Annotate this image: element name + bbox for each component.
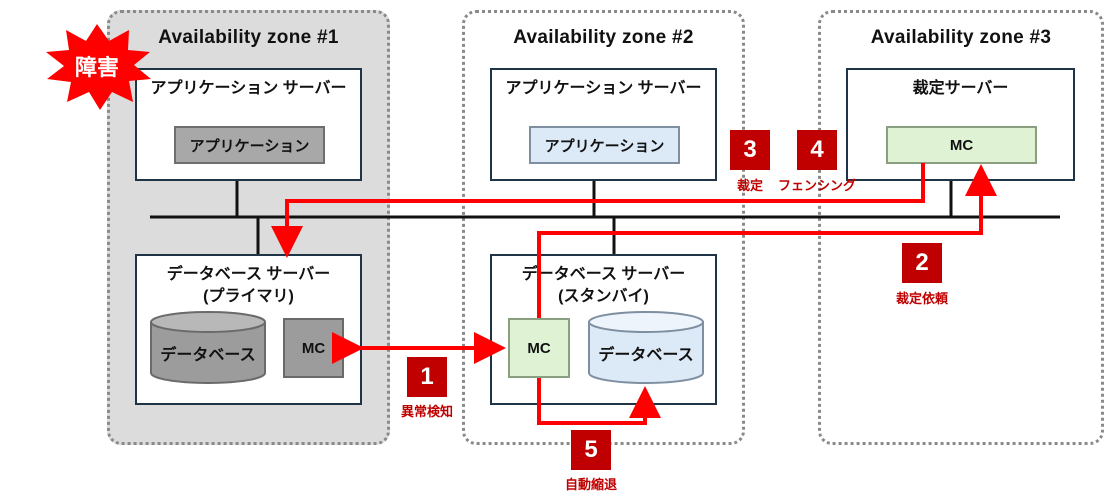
zone3-arbiter-title: 裁定サーバー [912, 80, 1009, 97]
zone2-application: アプリケーション [529, 126, 680, 164]
step-4-badge: 4 [797, 130, 837, 170]
zone2-app-server: アプリケーション サーバー アプリケーション [490, 68, 717, 181]
step-1-label: 異常検知 [400, 404, 453, 419]
arrow-step5-degrade [537, 378, 661, 425]
arrow-step4-fencing [271, 163, 925, 258]
step-1-badge: 1 [407, 357, 447, 397]
zone-1-title: Availability zone #1 [158, 27, 339, 48]
step-3-badge: 3 [730, 130, 770, 170]
zone-3-title: Availability zone #3 [870, 27, 1052, 48]
step-4-label: フェンシング [777, 178, 856, 193]
zone2-database-label: データベース [598, 347, 694, 364]
zone3-mc: MC [886, 126, 1037, 164]
zone1-db-server-title-line2: (プライマリ) [203, 288, 294, 305]
zone1-database-label: データベース [160, 347, 256, 364]
zone2-mc: MC [508, 318, 570, 378]
zone2-db-server-title-line2: (スタンバイ) [558, 288, 649, 305]
zone3-arbiter-server: 裁定サーバー MC [846, 68, 1075, 181]
step-2-badge: 2 [902, 243, 942, 283]
zone-2-title: Availability zone #2 [513, 27, 694, 48]
zone2-app-server-title: アプリケーション サーバー [505, 80, 702, 97]
failure-label: 障害 [74, 55, 119, 80]
arrow-step2-request [537, 164, 997, 318]
step-5-badge: 5 [571, 430, 611, 470]
zone1-app-server-title: アプリケーション サーバー [150, 80, 347, 97]
availability-zone-3: Availability zone #3 [818, 10, 1104, 445]
zone2-db-server-title-line1: データベース サーバー [521, 266, 686, 283]
zone1-db-server-title-line1: データベース サーバー [166, 266, 331, 283]
step-2-label: 裁定依頼 [895, 291, 948, 306]
step-5-label: 自動縮退 [564, 477, 617, 492]
step-3-label: 裁定 [736, 178, 763, 193]
zone1-app-server: アプリケーション サーバー アプリケーション [135, 68, 362, 181]
zone1-application: アプリケーション [174, 126, 325, 164]
